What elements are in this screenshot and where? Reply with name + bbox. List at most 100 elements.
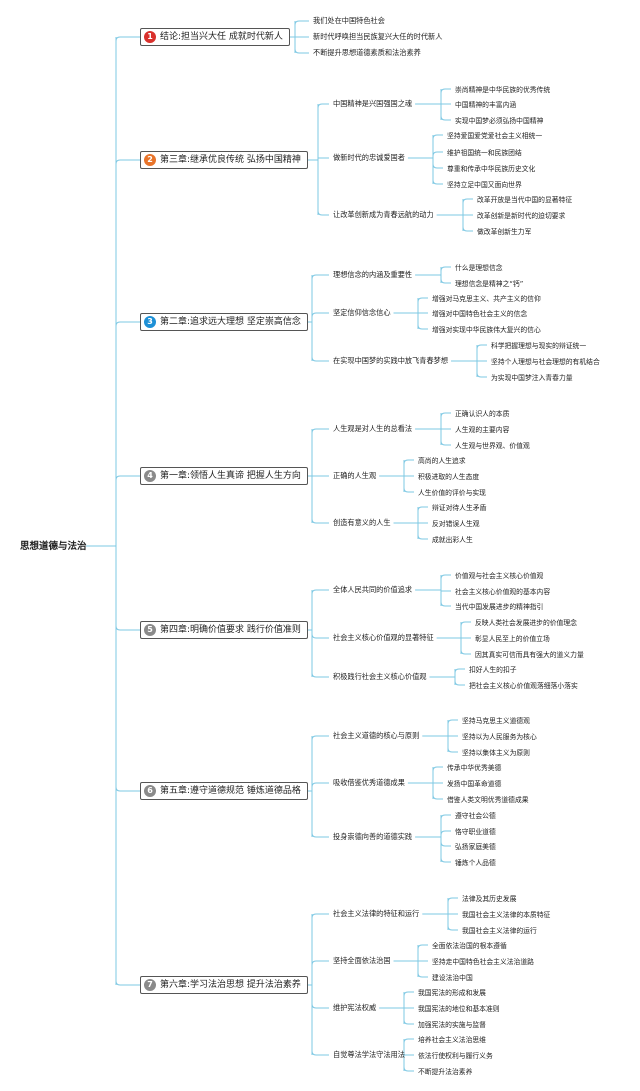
chapter-node[interactable]: 3 第二章:追求远大理想 坚定崇高信念 xyxy=(140,313,308,331)
leaf-node[interactable]: 我国宪法的地位和基本准则 xyxy=(418,1005,500,1013)
leaf-node[interactable]: 理想信念是精神之“钙” xyxy=(455,280,524,288)
chapter-title: 第五章:遵守道德规范 锤炼道德品格 xyxy=(160,786,301,796)
sub-branch-node[interactable]: 维护宪法权威 xyxy=(333,1003,377,1012)
leaf-node[interactable]: 借鉴人类文明优秀道德成果 xyxy=(447,796,529,804)
root-node[interactable]: 思想道德与法治 xyxy=(20,541,87,552)
leaf-node[interactable]: 坚持马克思主义道德观 xyxy=(462,717,530,725)
chapter-number-badge: 7 xyxy=(144,979,156,991)
leaf-node[interactable]: 锤炼个人品德 xyxy=(455,859,496,867)
leaf-node[interactable]: 坚持以集体主义为原则 xyxy=(462,749,530,757)
leaf-node[interactable]: 全面依法治国的根本遵循 xyxy=(432,942,507,950)
leaf-node[interactable]: 坚持爱国爱党爱社会主义相统一 xyxy=(447,132,543,140)
chapter-number-badge: 3 xyxy=(144,316,156,328)
leaf-node[interactable]: 高尚的人生追求 xyxy=(418,457,466,465)
sub-branch-node[interactable]: 自觉尊法学法守法用法 xyxy=(333,1050,405,1059)
sub-branch-node[interactable]: 全体人民共同的价值追求 xyxy=(333,585,413,594)
sub-branch-node[interactable]: 中国精神是兴国强国之魂 xyxy=(333,99,413,108)
leaf-node[interactable]: 坚持立足中国又面向世界 xyxy=(447,181,522,189)
sub-branch-node[interactable]: 社会主义核心价值观的显著特征 xyxy=(333,633,434,642)
leaf-node[interactable]: 维护祖国统一和民族团结 xyxy=(447,149,522,157)
leaf-node[interactable]: 我国社会主义法律的本质特征 xyxy=(462,911,551,919)
leaf-node[interactable]: 当代中国发展进步的精神指引 xyxy=(455,603,544,611)
leaf-node[interactable]: 建设法治中国 xyxy=(432,974,473,982)
leaf-node[interactable]: 成就出彩人生 xyxy=(432,536,473,544)
leaf-node[interactable]: 改革创新是新时代的迫切要求 xyxy=(477,212,566,220)
chapter-node[interactable]: 4 第一章:领悟人生真谛 把握人生方向 xyxy=(140,467,308,485)
sub-branch-node[interactable]: 坚持全面依法治国 xyxy=(333,956,391,965)
sub-branch-node[interactable]: 正确的人生观 xyxy=(333,471,377,480)
leaf-node[interactable]: 反映人类社会发展进步的价值理念 xyxy=(475,619,577,627)
sub-branch-node[interactable]: 我们处在中国特色社会 xyxy=(313,16,385,25)
leaf-node[interactable]: 崇尚精神是中华民族的优秀传统 xyxy=(455,86,551,94)
leaf-node[interactable]: 我国社会主义法律的运行 xyxy=(462,927,537,935)
leaf-node[interactable]: 价值观与社会主义核心价值观 xyxy=(455,572,544,580)
leaf-node[interactable]: 加强宪法的实施与监督 xyxy=(418,1021,486,1029)
leaf-node[interactable]: 遵守社会公德 xyxy=(455,812,496,820)
sub-branch-node[interactable]: 在实现中国梦的实践中放飞青春梦想 xyxy=(333,356,449,365)
leaf-node[interactable]: 尊重和传承中华民族历史文化 xyxy=(447,165,536,173)
chapter-node[interactable]: 5 第四章:明确价值要求 践行价值准则 xyxy=(140,621,308,639)
sub-branch-node[interactable]: 社会主义道德的核心与原则 xyxy=(333,731,420,740)
leaf-node[interactable]: 科学把握理想与现实的辩证统一 xyxy=(491,342,587,350)
chapter-number-badge: 6 xyxy=(144,785,156,797)
leaf-node[interactable]: 中国精神的丰富内涵 xyxy=(455,101,517,109)
leaf-node[interactable]: 什么是理想信念 xyxy=(455,264,503,272)
sub-branch-node[interactable]: 社会主义法律的特征和运行 xyxy=(333,909,420,918)
chapter-title: 第一章:领悟人生真谛 把握人生方向 xyxy=(160,471,301,481)
chapter-title: 第四章:明确价值要求 践行价值准则 xyxy=(160,625,301,635)
sub-branch-node[interactable]: 坚定信仰信念信心 xyxy=(333,308,391,317)
chapter-node[interactable]: 6 第五章:遵守道德规范 锤炼道德品格 xyxy=(140,782,308,800)
sub-branch-node[interactable]: 投身崇德向善的道德实践 xyxy=(333,832,413,841)
leaf-node[interactable]: 弘扬家庭美德 xyxy=(455,843,496,851)
leaf-node[interactable]: 坚持走中国特色社会主义法治道路 xyxy=(432,958,534,966)
sub-branch-node[interactable]: 创造有意义的人生 xyxy=(333,518,391,527)
leaf-node[interactable]: 社会主义核心价值观的基本内容 xyxy=(455,588,551,596)
leaf-node[interactable]: 恪守职业道德 xyxy=(455,828,496,836)
leaf-node[interactable]: 正确认识人的本质 xyxy=(455,410,510,418)
leaf-node[interactable]: 人生观的主要内容 xyxy=(455,426,510,434)
sub-branch-node[interactable]: 新时代呼唤担当民族复兴大任的时代新人 xyxy=(313,32,443,41)
sub-branch-node[interactable]: 做新时代的忠诚爱国者 xyxy=(333,153,405,162)
leaf-node[interactable]: 坚持以为人民服务为核心 xyxy=(462,733,537,741)
leaf-node[interactable]: 做改革创新生力军 xyxy=(477,228,532,236)
leaf-node[interactable]: 人生观与世界观、价值观 xyxy=(455,442,530,450)
chapter-number-badge: 5 xyxy=(144,624,156,636)
chapter-node[interactable]: 2 第三章:继承优良传统 弘扬中国精神 xyxy=(140,151,308,169)
leaf-node[interactable]: 实现中国梦必须弘扬中国精神 xyxy=(455,117,544,125)
sub-branch-node[interactable]: 积极践行社会主义核心价值观 xyxy=(333,672,427,681)
leaf-node[interactable]: 我国宪法的形成和发展 xyxy=(418,989,486,997)
sub-branch-node[interactable]: 理想信念的内涵及重要性 xyxy=(333,270,413,279)
leaf-node[interactable]: 彰显人民至上的价值立场 xyxy=(475,635,550,643)
leaf-node[interactable]: 扣好人生的扣子 xyxy=(469,666,517,674)
sub-branch-node[interactable]: 不断提升思想道德素质和法治素养 xyxy=(313,48,421,57)
leaf-node[interactable]: 人生价值的评价与实现 xyxy=(418,489,486,497)
chapter-number-badge: 2 xyxy=(144,154,156,166)
sub-branch-node[interactable]: 吸收借鉴优秀道德成果 xyxy=(333,778,405,787)
leaf-node[interactable]: 因其真实可信而具有强大的道义力量 xyxy=(475,651,584,659)
sub-branch-node[interactable]: 让改革创新成为青春远航的动力 xyxy=(333,210,434,219)
leaf-node[interactable]: 坚持个人理想与社会理想的有机结合 xyxy=(491,358,600,366)
leaf-node[interactable]: 增强对马克思主义、共产主义的信仰 xyxy=(432,295,541,303)
chapter-title: 第三章:继承优良传统 弘扬中国精神 xyxy=(160,155,301,165)
chapter-title: 第二章:追求远大理想 坚定崇高信念 xyxy=(160,317,301,327)
leaf-node[interactable]: 辩证对待人生矛盾 xyxy=(432,504,487,512)
leaf-node[interactable]: 增强对实现中华民族伟大复兴的信心 xyxy=(432,326,541,334)
leaf-node[interactable]: 培养社会主义法治思维 xyxy=(418,1036,486,1044)
chapter-title: 结论:担当兴大任 成就时代新人 xyxy=(160,32,283,42)
leaf-node[interactable]: 把社会主义核心价值观落细落小落实 xyxy=(469,682,578,690)
chapter-number-badge: 4 xyxy=(144,470,156,482)
leaf-node[interactable]: 传承中华优秀美德 xyxy=(447,764,502,772)
leaf-node[interactable]: 增强对中国特色社会主义的信念 xyxy=(432,310,528,318)
leaf-node[interactable]: 积极进取的人生态度 xyxy=(418,473,480,481)
leaf-node[interactable]: 不断提升法治素养 xyxy=(418,1068,473,1076)
leaf-node[interactable]: 改革开放是当代中国的显著特征 xyxy=(477,196,573,204)
sub-branch-node[interactable]: 人生观是对人生的总看法 xyxy=(333,424,413,433)
leaf-node[interactable]: 依法行使权利与履行义务 xyxy=(418,1052,493,1060)
leaf-node[interactable]: 法律及其历史发展 xyxy=(462,895,517,903)
leaf-node[interactable]: 为实现中国梦注入青春力量 xyxy=(491,374,573,382)
leaf-node[interactable]: 发扬中国革命道德 xyxy=(447,780,502,788)
leaf-node[interactable]: 反对错误人生观 xyxy=(432,520,480,528)
